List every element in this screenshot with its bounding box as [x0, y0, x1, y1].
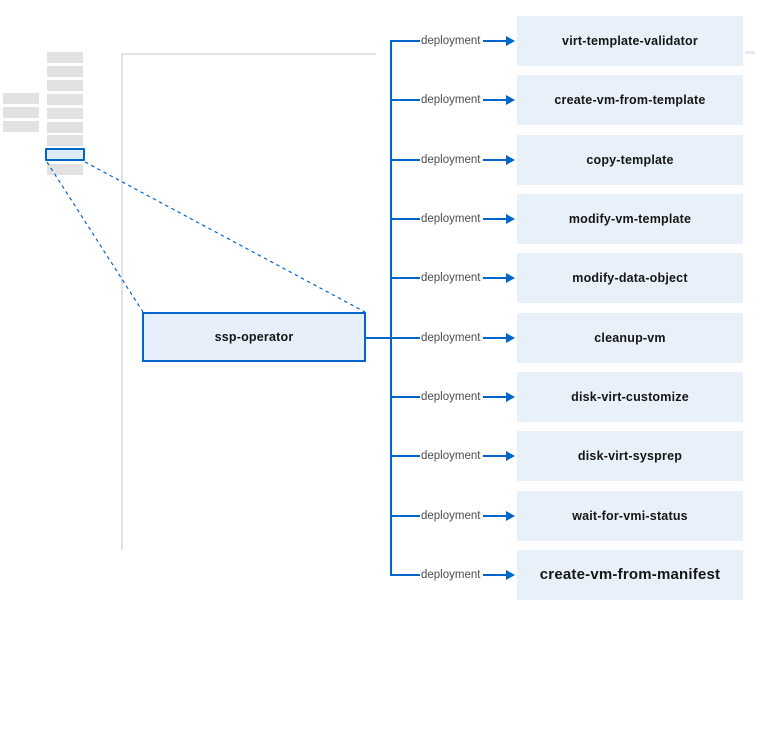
faded-minimap-bar — [47, 52, 83, 63]
arrow-line — [483, 514, 506, 517]
deployment-box: modify-data-object — [517, 253, 743, 304]
branch-line — [390, 514, 420, 517]
edge-label: deployment — [421, 568, 481, 581]
arrow-head-icon — [506, 273, 515, 284]
branch-line — [390, 455, 420, 458]
arrow-line — [483, 158, 506, 161]
deployment-box: create-vm-from-template — [517, 75, 743, 126]
deployment-name: wait-for-vmi-status — [572, 508, 688, 523]
tree-trunk-line — [390, 40, 392, 576]
deployment-box: cleanup-vm — [517, 312, 743, 363]
branch-line — [390, 573, 420, 576]
branch-line — [390, 40, 420, 42]
edge-label: deployment — [421, 35, 481, 47]
edge-label: deployment — [421, 331, 481, 344]
edge-label: deployment — [421, 390, 481, 403]
branch-line — [390, 217, 420, 220]
arrow-head-icon — [506, 451, 515, 462]
deployment-name: create-vm-from-template — [554, 93, 706, 108]
operator-label: ssp-operator — [214, 330, 294, 344]
faded-minimap-bar — [47, 135, 83, 147]
edge-label: deployment — [421, 153, 481, 166]
branch-line — [390, 277, 420, 280]
arrow-line — [483, 99, 506, 102]
deployment-name: virt-template-validator — [562, 34, 698, 48]
arrow-head-icon — [506, 510, 515, 521]
deployment-name: modify-data-object — [572, 271, 688, 286]
deployment-box: disk-virt-customize — [517, 371, 743, 422]
deployment-row: deployment wait-for-vmi-status — [390, 490, 743, 541]
minimap-highlighted-item — [45, 148, 85, 161]
deployment-row: deployment modify-vm-template — [390, 193, 743, 244]
faded-minimap-bar — [3, 107, 39, 118]
arrow-line — [483, 395, 506, 398]
edge-label: deployment — [421, 509, 481, 522]
arrow-head-icon — [506, 332, 515, 343]
deployment-box: virt-template-validator — [517, 16, 743, 66]
arrow-head-icon — [506, 154, 515, 165]
deployment-row: deployment create-vm-from-template — [390, 75, 743, 126]
arrow-line — [483, 455, 506, 458]
faded-minimap-bar — [47, 121, 83, 133]
branch-line — [390, 99, 420, 102]
arrow-head-icon — [506, 391, 515, 402]
edge-label: deployment — [421, 450, 481, 463]
arrow-line — [483, 573, 506, 576]
edge-label: deployment — [421, 94, 481, 107]
branch-line — [390, 158, 420, 161]
faded-minimap-bar — [3, 93, 39, 104]
arrow-head-icon — [506, 36, 515, 46]
faded-minimap-bar — [47, 164, 83, 175]
deployment-row: deployment cleanup-vm — [390, 312, 743, 363]
faded-frame-left-edge — [121, 53, 123, 550]
deployment-name: cleanup-vm — [594, 330, 666, 345]
arrow-line — [483, 277, 506, 280]
deployment-row: deployment modify-data-object — [390, 253, 743, 304]
deployment-name: copy-template — [586, 152, 674, 167]
deployment-row: deployment disk-virt-customize — [390, 371, 743, 422]
deployment-row: deployment create-vm-from-manifest — [390, 549, 743, 600]
deployment-box: disk-virt-sysprep — [517, 431, 743, 482]
deployment-name: modify-vm-template — [568, 211, 692, 226]
arrow-head-icon — [506, 569, 515, 580]
deployment-name: disk-virt-sysprep — [577, 449, 683, 464]
edge-label: deployment — [421, 272, 481, 285]
arrow-head-icon — [506, 95, 515, 106]
branch-line — [390, 336, 420, 339]
faded-minimap-bar — [47, 107, 83, 119]
faded-minimap-bar — [47, 65, 83, 77]
faded-minimap-bar — [47, 79, 83, 91]
deployment-box: copy-template — [517, 134, 743, 185]
deployment-box: create-vm-from-manifest — [517, 549, 743, 600]
faded-minimap-bar — [3, 121, 39, 132]
deployment-name: disk-virt-customize — [571, 389, 689, 404]
operator-box: ssp-operator — [142, 312, 366, 362]
operator-connector-line — [366, 337, 391, 339]
deployment-box: wait-for-vmi-status — [517, 490, 743, 541]
arrow-line — [483, 336, 506, 339]
faded-dash — [745, 51, 755, 54]
deployment-row: deployment virt-template-validator — [390, 16, 743, 66]
edge-label: deployment — [421, 212, 481, 225]
deployment-name: create-vm-from-manifest — [539, 566, 721, 584]
deployment-box: modify-vm-template — [517, 193, 743, 244]
arrow-head-icon — [506, 213, 515, 224]
branch-line — [390, 395, 420, 398]
faded-frame-top-edge — [121, 53, 376, 55]
arrow-line — [483, 40, 506, 42]
arrow-line — [483, 217, 506, 220]
deployment-row: deployment copy-template — [390, 134, 743, 185]
faded-minimap-bar — [47, 93, 83, 105]
deployment-row: deployment disk-virt-sysprep — [390, 431, 743, 482]
